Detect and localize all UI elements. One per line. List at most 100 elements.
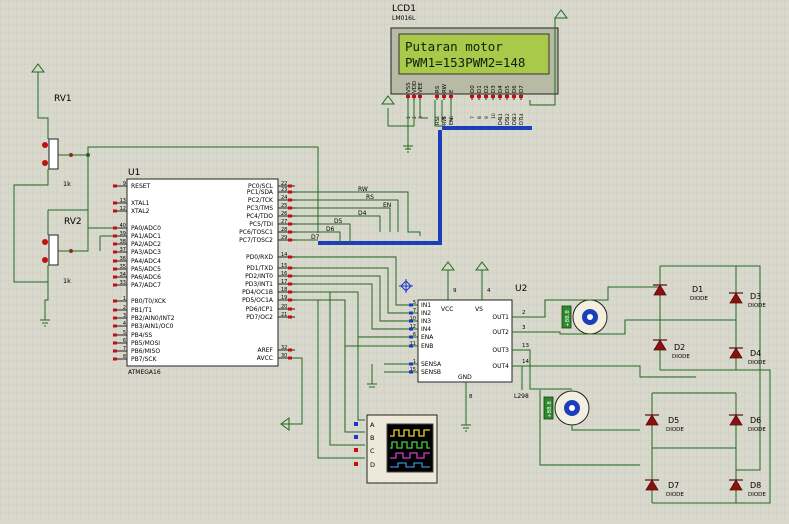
lcd-pin-marker [412,95,416,98]
motor-1-speed-display [561,305,572,329]
u1-pin-marker [113,184,117,188]
u1-pin-number: 30 [281,353,287,359]
scope-channel-marker [354,448,358,452]
u2-pin-name: IN3 [421,318,431,325]
u1-ref: U1 [128,168,140,178]
lcd-pin-name: D7 [519,85,525,93]
u1-pin-number: 2 [123,305,126,311]
u1-pin-marker [288,356,292,360]
lcd-net-label: RS [435,118,441,125]
lcd-pin-number: 7 [470,116,476,119]
u1-pin-marker [113,299,117,303]
u1-pin-name: PC2/TCK [248,197,274,204]
scope-channel-label: B [370,434,374,442]
u1-pin-number: 14 [281,252,287,258]
scope-channel-marker [354,422,358,426]
u1-pin-name: PB3/AIN1/OC0 [131,323,174,330]
u2-pin-name: ENA [421,334,434,341]
u1-pin-marker [113,324,117,328]
u1-pin-name: PC6/TOSC1 [239,229,273,236]
lcd-pin-marker [442,95,446,98]
u1-pin-name: PB7/SCK [131,356,158,363]
pot-wiring [13,72,319,327]
u1-net-label: RS [366,194,374,201]
u1-pin-marker [288,190,292,194]
u1-pin-marker [113,209,117,213]
rv2-potentiometer[interactable]: RV2 1k [42,217,82,285]
u1-pin-number: 25 [281,203,287,209]
diode-type: DIODE [748,360,766,366]
u2-pin-name: SENSA [421,361,442,368]
u2-pin-name: ENB [421,343,433,350]
u1-pin-marker [288,214,292,218]
u1-pin-number: 18 [281,287,287,293]
lcd-module[interactable]: LCD1 LM016L Putaran motor PWM1=153PWM2=1… [390,4,559,119]
lcd-pin-number: 14 [519,113,525,119]
u1-pin-number: 37 [120,247,126,253]
scope-trace-c [390,452,430,459]
rv1-potentiometer[interactable]: RV1 1k [42,94,73,188]
u1-part: ATMEGA16 [128,369,161,376]
u1-pin-marker [113,349,117,353]
lcd-pin-number: 4 [435,116,441,119]
u2-pin-number: 4 [487,288,491,294]
u2-part: L298 [514,393,529,400]
u1-pin-name: PA5/ADC5 [131,266,161,273]
lcd-pin-marker [477,95,481,98]
u2-vcc-arrows [441,261,489,271]
u1-pin-marker [288,184,292,188]
u2-pin-number: 15 [410,367,416,373]
u2-pin-marker [409,327,413,331]
diode-symbol [645,414,659,426]
lcd-pin-name: D1 [477,85,483,93]
diode-ref: D4 [750,349,761,358]
u2-pin-number: 14 [522,359,529,365]
u2-pin-name: IN4 [421,326,431,333]
u1-pin-marker [113,259,117,263]
lcd-pin-number: 5 [442,116,448,119]
u1-pin-name: RESET [131,183,151,190]
u2-pin-name: OUT3 [492,347,509,354]
u1-pin-marker [288,255,292,259]
lcd-screen [398,33,550,75]
lcd-pin-number: 8 [477,116,483,119]
u1-pin-marker [288,290,292,294]
u1-lcd-wiring [295,191,421,243]
avcc-arrow [280,417,290,431]
u1-pin-marker [113,283,117,287]
u1-pin-number: 26 [281,211,287,217]
lcd-pin-number: 10 [491,113,497,119]
lcd-pin-number: 12 [505,113,511,119]
u1-pin-name: PA2/ADC2 [131,241,161,248]
u1-pin-marker [288,274,292,278]
lcd-pin-number: 13 [512,113,518,119]
u1-pin-number: 34 [120,272,126,278]
scope-channel-marker [354,435,358,439]
u2-pin-number: 1 [413,359,416,365]
u2-pin-name: OUT2 [492,329,509,336]
u1-pin-number: 15 [281,263,287,269]
rv2-pin-b [42,257,48,263]
lcd-net-label: EN [449,118,455,125]
u1-pin-name: PB0/T0/XCK [131,298,167,305]
u1-pin-marker [113,275,117,279]
u1-pin-marker [288,307,292,311]
u1-pin-name: PD4/OC1B [242,289,273,296]
lcd-pin-name: D2 [484,85,490,93]
u2-pin-marker [409,303,413,307]
lcd-net-label: D7 [519,118,525,125]
u1-pin-name: PD7/OC2 [246,314,273,321]
lcd-pin-name: RS [435,85,441,93]
u2-pin-marker [409,344,413,348]
lcd-net-label: RW [442,117,448,125]
diode-type: DIODE [666,492,684,498]
pot-vcc-arrow [31,63,45,73]
lcd-pin-name: VDD [412,81,418,93]
u2-pin-number: 2 [522,310,526,316]
